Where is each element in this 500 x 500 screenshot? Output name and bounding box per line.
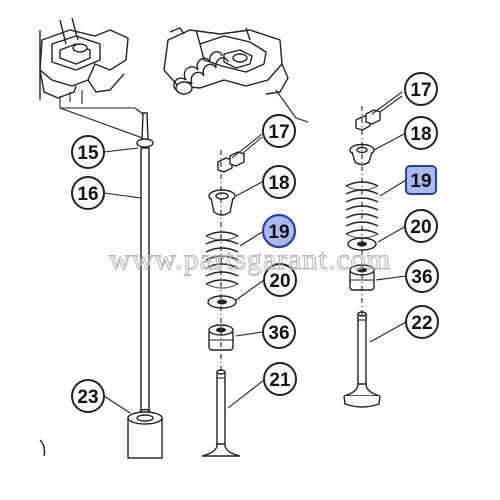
callout-22-label: 22	[411, 313, 432, 334]
callout-20-left-label: 20	[269, 271, 290, 292]
callout-20-right-label: 20	[410, 217, 431, 238]
outline-leader-left	[59, 96, 149, 141]
callout-23[interactable]: 23	[71, 379, 105, 413]
callout-19-left-highlighted[interactable]: 19	[261, 213, 297, 249]
valve-keepers-right	[355, 109, 381, 131]
callout-21-label: 21	[269, 370, 291, 391]
callout-36-left-label: 36	[268, 323, 289, 344]
callout-36-left[interactable]: 36	[262, 315, 296, 349]
callout-16-label: 16	[77, 184, 98, 205]
callout-19-right-label: 19	[410, 171, 431, 192]
valve-spring-left	[205, 231, 239, 289]
callout-18-left-label: 18	[268, 173, 289, 194]
spring-seat-left	[207, 295, 237, 309]
callout-17-right[interactable]: 17	[404, 72, 438, 106]
spring-seat-right	[347, 237, 377, 251]
spring-retainer-left	[208, 189, 236, 216]
rocker-arm-assembly-left	[39, 17, 129, 104]
valve-keepers-left	[217, 151, 245, 173]
tappet	[127, 411, 163, 459]
watermark: www.partsgarant.com	[109, 243, 391, 276]
valve-right	[343, 311, 381, 408]
callout-18-right[interactable]: 18	[404, 116, 438, 150]
callout-17-left[interactable]: 17	[262, 114, 296, 148]
callout-21[interactable]: 21	[263, 362, 297, 396]
callout-15-label: 15	[77, 143, 99, 164]
callout-18-left[interactable]: 18	[262, 165, 296, 199]
push-rod	[136, 112, 154, 421]
callout-20-left[interactable]: 20	[263, 263, 297, 297]
outline-leader-middle	[275, 89, 309, 123]
callout-17-left-label: 17	[268, 122, 289, 143]
callout-36-right-label: 36	[411, 267, 432, 288]
valve-left	[201, 369, 241, 457]
callout-17-right-label: 17	[410, 80, 431, 101]
rocker-spring	[173, 51, 229, 95]
callout-23-label: 23	[77, 387, 98, 408]
callout-18-right-label: 18	[410, 124, 431, 145]
callout-19-left-label: 19	[268, 222, 289, 243]
rocker-arm-assembly-middle	[163, 27, 289, 95]
callout-15[interactable]: 15	[71, 135, 105, 169]
callout-22[interactable]: 22	[405, 305, 439, 339]
callout-16[interactable]: 16	[71, 176, 105, 210]
callout-20-right[interactable]: 20	[404, 209, 438, 243]
callout-19-right-highlighted[interactable]: 19	[405, 165, 437, 195]
callout-36-right[interactable]: 36	[405, 259, 439, 293]
partial-outline-bottom-left	[39, 439, 46, 457]
leader-lines	[103, 91, 407, 414]
